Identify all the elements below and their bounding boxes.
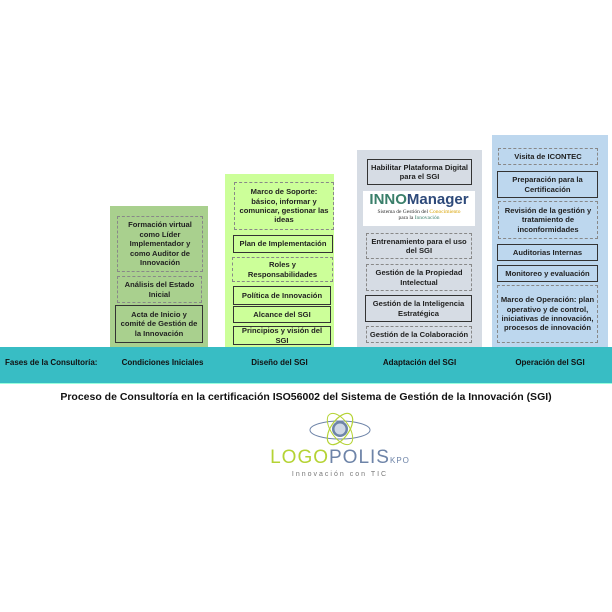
phase-column-4 xyxy=(492,135,608,347)
step-box: Gestión de la Propiedad Intelectual xyxy=(366,264,472,291)
phase-label: Condiciones Iniciales xyxy=(121,358,204,367)
atom-icon xyxy=(309,412,371,446)
logo-sub: Conocimiento xyxy=(429,209,461,215)
step-box: Formación virtual como Líder Implementad… xyxy=(117,216,203,272)
logo-text: KPO xyxy=(389,456,410,465)
step-box: Plan de Implementación xyxy=(233,235,333,253)
innomanager-logo: INNOManager Sistema de Gestión del Conoc… xyxy=(363,191,475,226)
step-box: Gestión de la Inteligencia Estratégica xyxy=(365,295,472,322)
logo-text: Manager xyxy=(406,191,469,208)
logo-text: INNO xyxy=(369,191,407,208)
phase-column-2 xyxy=(225,174,334,347)
divider xyxy=(0,383,612,384)
step-box: Marco de Operación: plan operativo y de … xyxy=(497,285,598,343)
phases-band xyxy=(0,347,612,383)
logo-tagline: Innovación con TIC xyxy=(291,471,389,478)
phase-label: Diseño del SGI xyxy=(251,358,308,367)
step-box: Preparación para la Certificación xyxy=(497,171,598,198)
step-box: Alcance del SGI xyxy=(233,306,331,323)
step-box: Análisis del Estado Inicial xyxy=(117,276,202,303)
logo-text: POLIS xyxy=(329,447,390,468)
step-box: Visita de ICONTEC xyxy=(498,148,598,165)
step-box: Gestión de la Colaboración xyxy=(366,326,472,343)
step-box: Monitoreo y evaluación xyxy=(497,265,598,282)
step-box: Entrenamiento para el uso del SGI xyxy=(366,233,472,259)
phase-label: Operación del SGI xyxy=(515,358,585,367)
logo-sub: Innovación xyxy=(414,215,440,221)
step-box: Roles y Responsabilidades xyxy=(232,257,333,282)
logopolis-logo: LOGOPOLISKPO Innovación con TIC xyxy=(270,410,410,480)
phases-label: Fases de la Consultoría: xyxy=(5,358,98,367)
step-box: Acta de Inicio y comité de Gestión de la… xyxy=(115,305,203,343)
phase-label: Adaptación del SGI xyxy=(382,358,457,367)
logo-sub: para la xyxy=(398,215,415,221)
logo-text: LOGO xyxy=(270,447,329,468)
step-box: Marco de Soporte: básico, informar y com… xyxy=(234,182,334,230)
step-box: Auditorias Internas xyxy=(497,244,598,261)
step-box: Política de Innovación xyxy=(233,286,331,305)
phase-column-3 xyxy=(357,150,482,347)
step-box: Principios y visión del SGI xyxy=(233,326,331,345)
diagram-title: Proceso de Consultoría en la certificaci… xyxy=(60,391,552,403)
step-box: Habilitar Plataforma Digital para el SGI xyxy=(367,159,472,185)
logo-sub: Sistema de Gestión del xyxy=(377,209,430,215)
step-box: Revisión de la gestión y tratamiento de … xyxy=(498,201,598,239)
